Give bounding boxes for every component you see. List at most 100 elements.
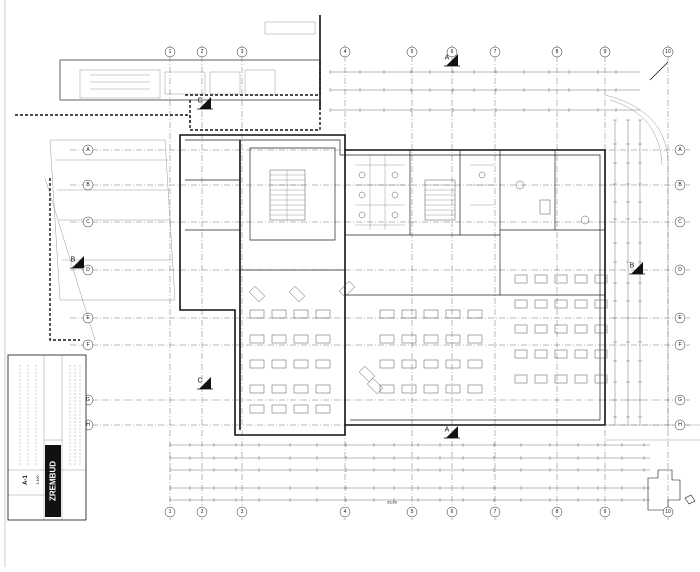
svg-text:3: 3 [241, 49, 244, 55]
svg-text:B: B [630, 263, 635, 270]
staircase [269, 169, 456, 221]
svg-text:4: 4 [344, 509, 347, 515]
svg-text:F: F [678, 342, 681, 348]
svg-text:A: A [445, 427, 450, 434]
svg-text:C: C [86, 219, 90, 225]
row-axis-E-right: E [674, 312, 686, 324]
column-axis-8-top: 8 [551, 46, 563, 58]
svg-text:B: B [86, 182, 90, 188]
column-axis-6-top: 6 [446, 46, 458, 58]
column-axis-9-bottom: 9 [599, 506, 611, 518]
row-axis-C-left: C [82, 216, 94, 228]
svg-text:E: E [86, 315, 90, 321]
column-axis-7-top: 7 [489, 46, 501, 58]
row-axis-C-right: C [674, 216, 686, 228]
svg-text:10: 10 [665, 509, 671, 515]
section-markers: A A B B C C [70, 54, 645, 439]
row-axis-F-right: F [674, 339, 686, 351]
section-marker-a: A [444, 426, 460, 439]
svg-text:C: C [197, 98, 202, 105]
boundary-lines [15, 60, 321, 341]
section-marker-c: C [197, 377, 213, 390]
site-key-icon [647, 469, 696, 511]
svg-text:7: 7 [494, 49, 497, 55]
row-axis-D-right: D [674, 264, 686, 276]
section-marker-c: C [197, 97, 213, 110]
svg-text:5: 5 [411, 509, 414, 515]
company-logo-box [45, 445, 61, 517]
building-outline [179, 134, 606, 436]
svg-text:10: 10 [665, 49, 671, 55]
drawing-scale: 1:100 [36, 476, 40, 485]
svg-text:A: A [86, 147, 90, 153]
svg-text:C: C [678, 219, 682, 225]
row-axis-B-left: B [82, 179, 94, 191]
row-axis-G-right: G [674, 394, 686, 406]
svg-text:5: 5 [411, 49, 414, 55]
row-axis-D-left: D [82, 264, 94, 276]
lounge-furniture [248, 280, 384, 395]
svg-text:B: B [71, 257, 76, 264]
row-axis-B-right: B [674, 179, 686, 191]
curved-terrace [604, 94, 700, 441]
column-axis-2-top: 2 [196, 46, 208, 58]
column-axis-10-bottom: 10 [662, 506, 674, 518]
row-axis-H-right: H [674, 419, 686, 431]
svg-text:1: 1 [169, 49, 172, 55]
column-axis-3-bottom: 3 [236, 506, 248, 518]
svg-text:2: 2 [201, 509, 204, 515]
section-marker-b: B [629, 262, 645, 275]
column-axis-4-bottom: 4 [339, 506, 351, 518]
company-name: ZREMBUD [49, 461, 58, 501]
row-axis-F-left: F [82, 339, 94, 351]
column-axis-6-bottom: 6 [446, 506, 458, 518]
column-axis-3-top: 3 [236, 46, 248, 58]
row-axis-A-left: A [82, 144, 94, 156]
wc-cubicles [355, 155, 590, 230]
svg-text:6: 6 [451, 49, 454, 55]
svg-text:D: D [86, 267, 90, 273]
column-axis-1-top: 1 [164, 46, 176, 58]
column-axis-9-top: 9 [599, 46, 611, 58]
column-axis-5-top: 5 [406, 46, 418, 58]
svg-text:G: G [86, 397, 90, 403]
svg-text:9: 9 [604, 509, 607, 515]
svg-text:H: H [86, 422, 90, 428]
row-axis-A-right: A [674, 144, 686, 156]
svg-text:E: E [678, 315, 682, 321]
column-axis-8-bottom: 8 [551, 506, 563, 518]
column-axis-2-bottom: 2 [196, 506, 208, 518]
svg-text:B: B [678, 182, 682, 188]
svg-text:4: 4 [344, 49, 347, 55]
svg-text:G: G [678, 397, 682, 403]
sheet-size: A-1 [23, 475, 29, 485]
north-arrow-icon [649, 61, 669, 81]
svg-text:8: 8 [556, 49, 559, 55]
svg-text:8: 8 [556, 509, 559, 515]
dining-tables [249, 274, 608, 414]
column-axis-5-bottom: 5 [406, 506, 418, 518]
svg-text:7: 7 [494, 509, 497, 515]
column-axis-7-bottom: 7 [489, 506, 501, 518]
title-block: ZREMBUD A-1 1:100 [7, 354, 87, 521]
svg-text:F: F [86, 342, 89, 348]
svg-text:A: A [678, 147, 682, 153]
total-dimension-label: 25,60 [387, 500, 398, 505]
row-axis-E-left: E [82, 312, 94, 324]
column-axis-1-bottom: 1 [164, 506, 176, 518]
svg-text:6: 6 [451, 509, 454, 515]
svg-text:2: 2 [201, 49, 204, 55]
svg-text:9: 9 [604, 49, 607, 55]
column-axis-4-top: 4 [339, 46, 351, 58]
section-marker-a: A [444, 54, 460, 67]
svg-text:C: C [197, 378, 202, 385]
svg-text:A: A [445, 55, 450, 62]
svg-text:1: 1 [169, 509, 172, 515]
dimension-lines [169, 70, 650, 502]
svg-text:D: D [678, 267, 682, 273]
svg-text:H: H [678, 422, 682, 428]
column-axis-10-top: 10 [662, 46, 674, 58]
